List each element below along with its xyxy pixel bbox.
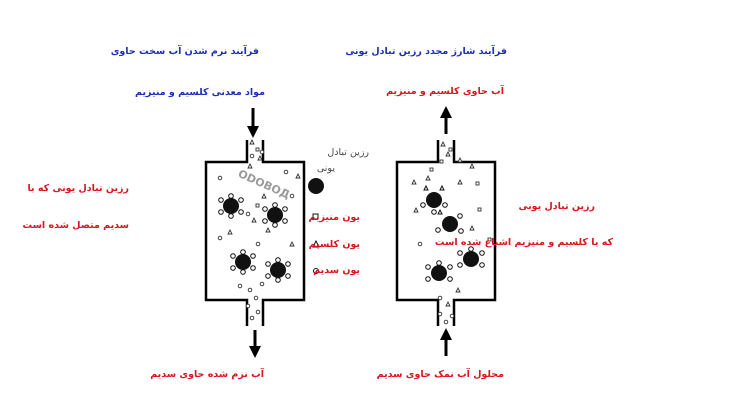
resin-bead-icon: [435, 208, 464, 234]
right-resin-note-line1: رزین تبادل یونی: [518, 201, 595, 212]
right-vessel: [395, 140, 497, 326]
ion-particles: [411, 140, 492, 325]
arrow-down-icon: [247, 108, 259, 138]
legend-sodium-label: یون سدیم: [313, 265, 360, 276]
resin-bead-icon: [230, 249, 256, 275]
resin-bead-icon: [262, 202, 288, 228]
legend-title-line2: یونی: [316, 163, 335, 174]
sodium-ion-icon: [313, 268, 319, 274]
right-title: فرآیند شارژ مجدد رزین تبادل یونی: [345, 46, 507, 57]
calcium-ion-icon: [312, 239, 320, 248]
left-resin-note-line2: سدیم متصل شده است: [22, 220, 129, 231]
arrow-up-icon: [440, 328, 452, 356]
arrow-up-icon: [440, 106, 452, 134]
left-title: فرآیند نرم شدن آب سخت حاوی: [110, 46, 259, 57]
arrow-down-icon: [249, 330, 261, 358]
resin-bead-icon: [265, 257, 291, 283]
left-input-label: مواد معدنی کلسیم و منیزیم: [135, 87, 265, 98]
left-resin-note-line1: رزین تبادل یونی که با: [27, 183, 129, 194]
resin-bead-icon: [420, 184, 448, 215]
resin-bead-icon: [425, 260, 453, 282]
right-input-label: محلول آب نمک حاوی سدیم: [376, 369, 504, 380]
legend-calcium-label: یون کلسیم: [308, 239, 360, 250]
resin-bead-icon: [308, 178, 324, 194]
resin-bead-icon: [218, 193, 244, 219]
legend-magnesium-label: یون منیزیم: [308, 212, 360, 223]
left-output-label: آب نرم شده حاوی سدیم: [150, 369, 264, 380]
magnesium-ion-icon: [312, 213, 319, 220]
right-resin-note-line2: که با کلسیم و منیزیم اشباع شده است: [434, 237, 613, 248]
resin-bead-icon: [457, 246, 485, 268]
ion-particles: [217, 138, 301, 321]
legend-title: رزین تبادل: [327, 147, 369, 158]
right-output-label: آب حاوی کلسیم و منیزیم: [386, 86, 504, 97]
